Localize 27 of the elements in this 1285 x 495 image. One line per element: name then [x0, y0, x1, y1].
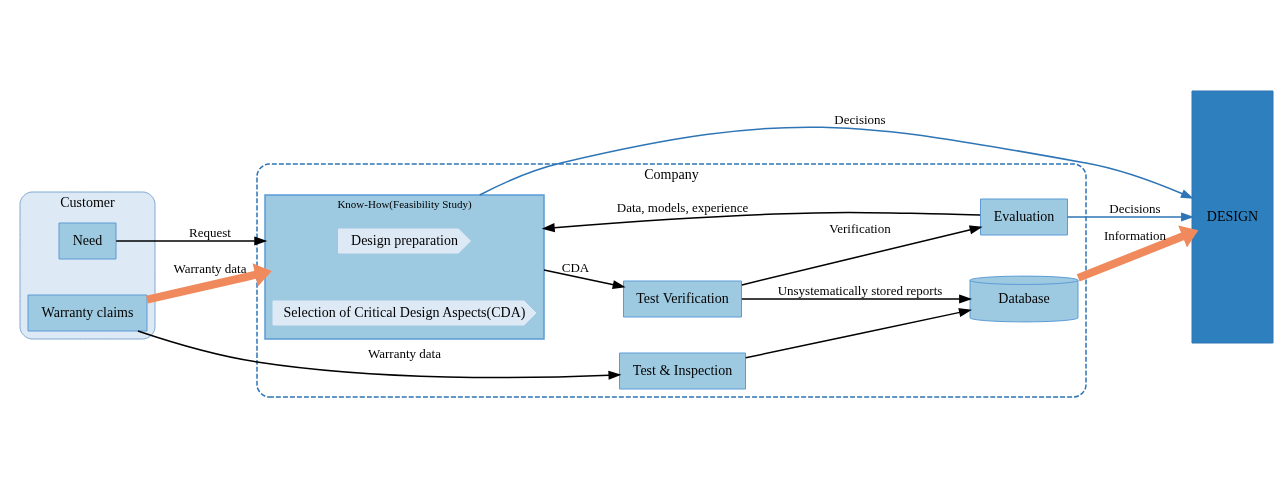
arrow — [137, 329, 622, 380]
edge-label: Data, models, experience — [616, 199, 749, 215]
arrow — [741, 293, 973, 304]
node-box: Evaluation — [980, 198, 1068, 235]
node-box: Warranty claims — [27, 294, 148, 331]
edge-label: Unsystematically stored reports — [777, 282, 943, 298]
arrow — [741, 224, 983, 286]
edge-label: Verification — [829, 220, 891, 236]
node-box: DESIGN — [1191, 90, 1274, 343]
node-box: Test & Inspection — [619, 352, 746, 389]
arrow — [745, 307, 972, 359]
arrow — [478, 126, 1194, 199]
arrow — [543, 268, 626, 289]
arrow — [1066, 211, 1195, 222]
edge-label: Decisions — [834, 111, 886, 127]
edge-label: Warranty data — [368, 345, 441, 361]
edge-label: CDA — [561, 259, 590, 275]
arrow — [541, 211, 981, 232]
arrow — [146, 262, 272, 304]
node-box: Test Verification — [623, 280, 742, 317]
edge-label: Decisions — [1109, 200, 1161, 216]
edge-label: Request — [189, 224, 231, 240]
edge-label: Warranty data — [173, 260, 247, 276]
arrow — [1076, 224, 1199, 282]
node-box: Need — [58, 222, 117, 259]
arrow — [115, 235, 268, 246]
edge-label: Information — [1103, 227, 1167, 243]
